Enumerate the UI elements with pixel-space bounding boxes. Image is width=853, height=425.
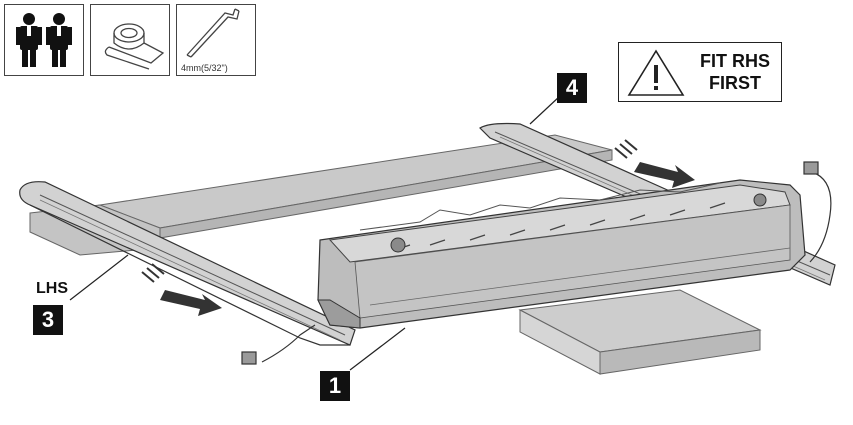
power-cable-left [242, 325, 315, 364]
callout-leader-3 [70, 255, 128, 300]
callout-leader-1 [350, 328, 405, 370]
lhs-label: LHS [36, 280, 68, 298]
callout-1: 1 [320, 371, 350, 401]
callout-3: 3 [33, 305, 63, 335]
power-cable-right [804, 162, 831, 262]
front-support-block [520, 290, 760, 374]
callout-4: 4 [557, 73, 587, 103]
callout-leader-4 [530, 96, 560, 124]
